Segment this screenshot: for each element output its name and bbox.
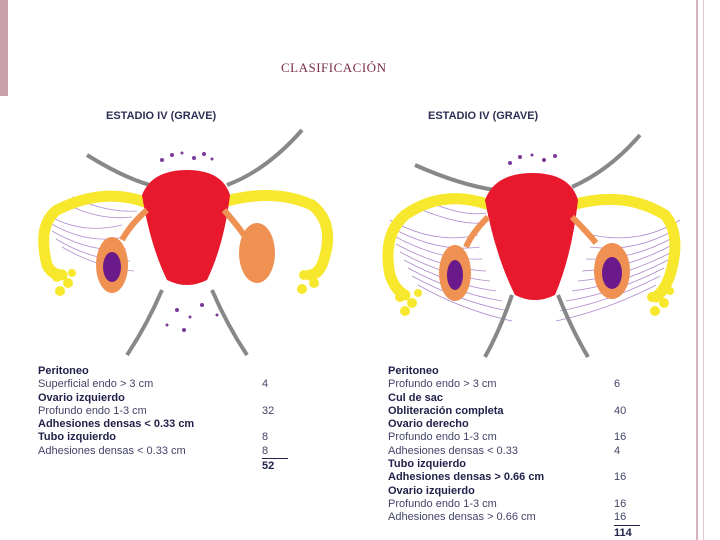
ovarian-ligaments [119,207,247,242]
row-label: Adhesiones densas < 0.33 [388,444,518,457]
row-label: Adhesiones densas > 0.66 cm [388,511,536,524]
score-row: Tubo izquierdo 8 [38,431,288,444]
row-points: 16 [614,471,627,484]
row-points: 4 [614,444,621,457]
score-row: Profundo endo 1-3 cm 16 [388,498,640,511]
row-label: Tubo izquierdo [38,431,117,444]
score-row: Obliteración completa 40 [388,405,640,418]
row-points [614,392,640,405]
row-points: 4 [262,378,269,391]
row-label: Superficial endo > 3 cm [38,378,154,391]
score-row: Tubo izquierdo [388,458,640,471]
score-total-row: 52 [38,458,288,472]
row-label: Cul de sac [388,391,444,404]
ligaments [414,133,642,359]
slide-title: CLASIFICACIÓN [281,60,387,75]
figure-stage-left: ESTADIO IV (GRAVE) [12,100,362,535]
frame-accent-right-thin [703,0,704,540]
fallopian-tubes [382,193,681,303]
row-points: 16 [614,511,627,524]
row-label: Adhesiones densas > 0.66 cm [388,471,545,484]
score-row: Peritoneo [388,365,640,378]
score-row: Peritoneo [38,365,288,378]
row-label: Ovario izquierdo [38,391,125,404]
score-row: Profundo endo 1-3 cm 32 [38,405,288,418]
endometrioma-right [602,257,622,289]
row-label: Peritoneo [388,365,439,377]
ovarian-ligaments [463,214,599,249]
fimbriae-left [395,289,422,316]
score-table-left: Peritoneo Superficial endo > 3 cm 4 Ovari… [38,365,288,472]
row-label: Peritoneo [38,365,89,377]
score-total: 114 [614,524,640,539]
row-label: Profundo endo 1-3 cm [388,497,497,510]
row-points [614,418,640,431]
score-row: Profundo endo > 3 cm 6 [388,378,640,391]
endometriosis-implants [160,151,219,332]
score-row: Adhesiones densas > 0.66 cm 16 [388,471,640,484]
row-label: Adhesiones densas < 0.33 cm [38,444,186,457]
uterus-body [142,170,230,285]
row-points: 6 [614,378,621,391]
row-points [614,365,640,378]
score-row: Profundo endo 1-3 cm 16 [388,431,640,444]
figure-stage-right: ESTADIO IV (GRAVE) [360,100,710,539]
score-table-right: Peritoneo Profundo endo > 3 cm 6 Cul de s… [388,365,640,539]
row-points [614,458,640,471]
row-label: Profundo endo 1-3 cm [388,431,497,444]
fimbriae-left [52,269,76,296]
ovary-right [239,223,275,283]
row-label: Profundo endo 1-3 cm [38,404,147,417]
endometriosis-implants [508,153,557,165]
endometrioma-left [447,260,463,290]
score-total: 52 [262,458,288,472]
stage-heading: ESTADIO IV (GRAVE) [106,110,217,122]
score-row: Cul de sac [388,392,640,405]
row-points: 32 [262,404,275,417]
score-row: Adhesiones densas < 0.33 4 [388,445,640,458]
fimbriae-right [297,267,324,294]
score-row: Ovario izquierdo [38,392,288,405]
row-points [614,485,640,498]
row-points: 16 [614,497,627,510]
score-row: Ovario izquierdo [388,485,640,498]
row-points: 8 [262,431,269,444]
row-label: Ovario derecho [388,418,469,431]
frame-accent-left [0,0,8,96]
uterus-illustration-right [382,133,681,359]
row-points [262,365,288,378]
endometrioma-left [103,252,121,282]
row-label: Obliteración completa [388,404,504,417]
score-row: Superficial endo > 3 cm 4 [38,378,288,391]
row-points [262,418,288,431]
uterus-illustration-left [38,128,334,357]
stage-heading: ESTADIO IV (GRAVE) [428,110,539,122]
row-points: 16 [614,431,627,444]
uterus-body [485,173,578,300]
row-points: 40 [614,404,627,417]
row-label: Adhesiones densas < 0.33 cm [38,418,195,431]
row-points [262,392,288,405]
frame-accent-right [696,0,698,540]
row-points: 8 [262,444,269,457]
fimbriae-right [647,287,674,316]
row-label: Ovario izquierdo [388,484,475,497]
score-row: Adhesiones densas < 0.33 cm 8 [38,445,288,458]
score-row: Adhesiones densas > 0.66 cm 16 [388,511,640,524]
row-label: Tubo izquierdo [388,458,467,471]
score-total-row: 114 [388,524,640,539]
score-row: Adhesiones densas < 0.33 cm [38,418,288,431]
score-row: Ovario derecho [388,418,640,431]
row-label: Profundo endo > 3 cm [388,378,497,391]
